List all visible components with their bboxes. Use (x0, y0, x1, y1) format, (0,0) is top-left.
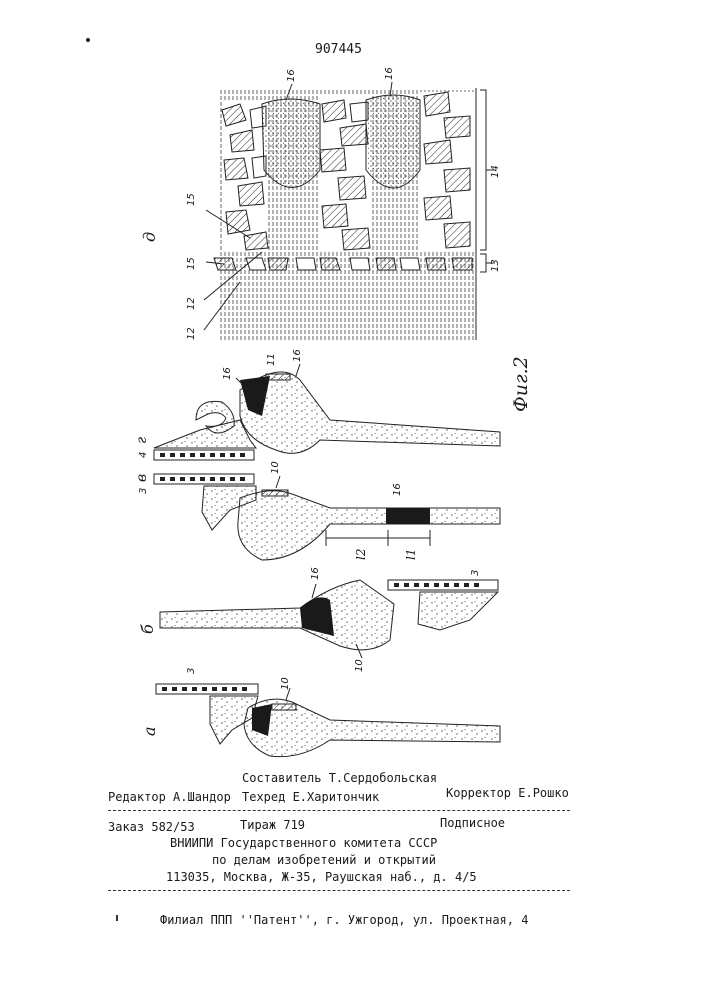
melt-pool-right (366, 95, 420, 188)
label-12-upper: 12 (186, 297, 197, 310)
subfigure-d-block (204, 82, 494, 340)
margin-tick (116, 915, 118, 921)
label-15-lower: 15 (186, 257, 197, 270)
dimension-l2: l2 (354, 549, 368, 560)
label-14: 14 (490, 165, 501, 178)
separator-bottom (108, 890, 570, 891)
subfigure-letter-v: в (134, 474, 150, 482)
organization-address: 113035, Москва, Ж-35, Раушская наб., д. … (166, 870, 477, 884)
subscription-line: Подписное (440, 816, 505, 830)
subfigure-letter-d: д (140, 232, 159, 242)
crystal-column-left (222, 100, 268, 250)
ladle-body-v (238, 491, 500, 560)
label-16-g2: 16 (222, 367, 233, 380)
separator-top (108, 810, 570, 811)
dimension-l1: l1 (404, 549, 418, 560)
label-3-v: 3 (138, 488, 149, 494)
figure-caption: Фиг.2 (510, 356, 532, 412)
label-16-top-left: 16 (286, 69, 297, 82)
order-line: Заказ 582/53 (108, 820, 195, 834)
label-3-a: 3 (186, 668, 197, 674)
label-11: 11 (266, 353, 277, 366)
label-12-lower: 12 (186, 327, 197, 340)
label-13: 13 (490, 259, 501, 272)
editor-line: Редактор А.Шандор (108, 790, 231, 804)
label-16-b: 16 (310, 567, 321, 580)
crystal-column-middle (318, 96, 372, 252)
composer-line: Составитель Т.Сердобольская (242, 771, 437, 785)
subfigure-a-tool (156, 684, 500, 757)
ladle-body-b (160, 580, 394, 650)
label-16-v: 16 (392, 483, 403, 496)
tech-editor-line: Техред Е.Харитончик (242, 790, 379, 804)
label-16-top-right: 16 (384, 67, 395, 80)
corrector-line: Корректор Е.Рошко (446, 786, 569, 800)
label-10-a: 10 (280, 677, 291, 690)
slag-16-v (386, 508, 430, 524)
subfigure-g-tool (154, 364, 500, 460)
label-4: 4 (138, 452, 149, 458)
organization-line-1: ВНИИПИ Государственного комитета СССР (170, 836, 437, 850)
label-16-g: 16 (292, 349, 303, 362)
melt-pool-left (262, 99, 320, 188)
subfigure-letter-a: а (140, 726, 159, 736)
label-15-upper: 15 (186, 193, 197, 206)
label-3-b: 3 (470, 570, 481, 576)
branch-line: Филиал ППП ''Патент'', г. Ужгород, ул. П… (160, 913, 528, 927)
subfigure-letter-b: б (138, 624, 157, 634)
ladle-body-g (240, 372, 500, 453)
crystal-column-right (420, 92, 474, 252)
subfigure-b-tool (160, 580, 498, 658)
circulation-line: Тираж 719 (240, 818, 305, 832)
subfigure-letter-g: г (134, 437, 150, 444)
organization-line-2: по делам изобретений и открытий (212, 853, 436, 867)
label-10-v: 10 (270, 461, 281, 474)
label-10-b: 10 (354, 659, 365, 672)
subfigure-v-tool (154, 474, 500, 560)
